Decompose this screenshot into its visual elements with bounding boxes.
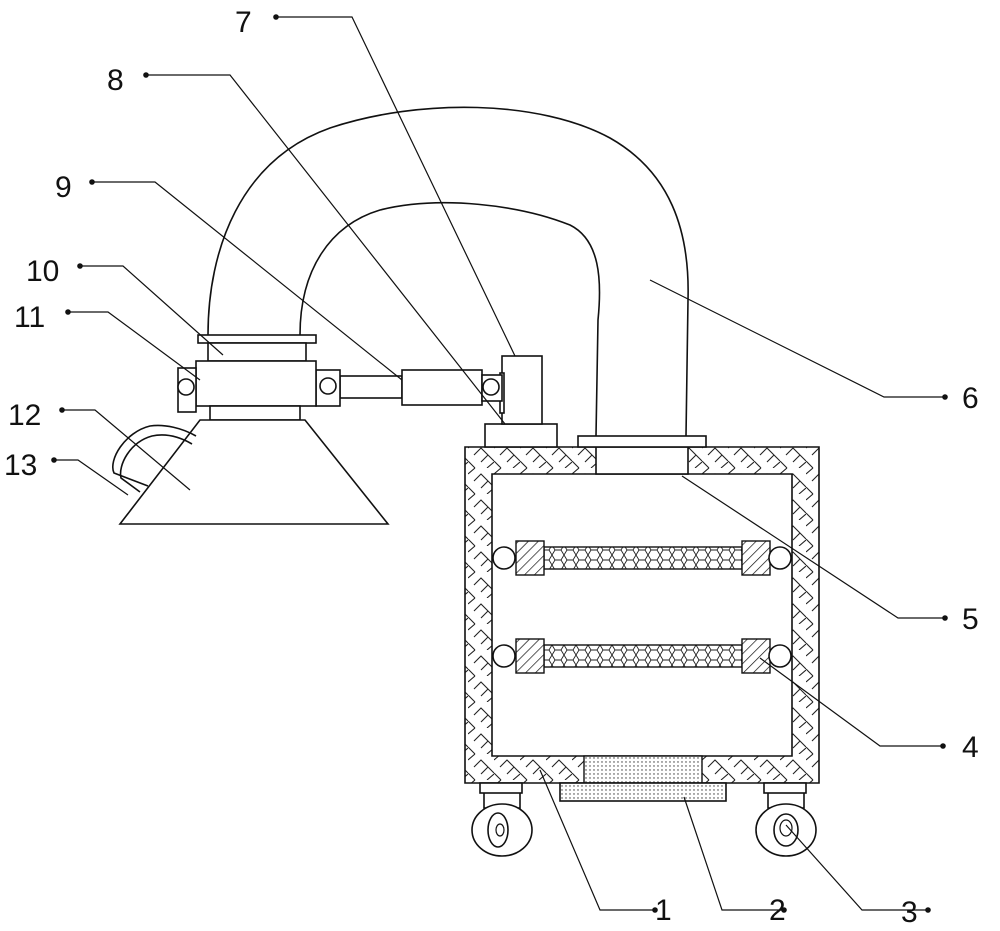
label-7: 7 [235, 6, 252, 39]
label-2: 2 [769, 894, 786, 927]
part-labels: 7 8 9 10 11 12 13 6 5 4 3 2 1 [4, 6, 979, 929]
leader-dots [51, 14, 948, 913]
label-12: 12 [8, 399, 41, 432]
label-11: 11 [14, 301, 45, 334]
label-9: 9 [55, 171, 72, 204]
label-3: 3 [901, 896, 918, 929]
filter-cabinet [464, 435, 820, 784]
telescopic-rod [315, 369, 503, 407]
label-6: 6 [962, 382, 979, 415]
filter-screen-upper [492, 540, 792, 576]
label-5: 5 [962, 603, 979, 636]
hose-flange [577, 435, 707, 448]
label-10: 10 [26, 255, 59, 288]
bottom-vent [583, 755, 703, 784]
leader-lines [54, 16, 945, 911]
hose-connector [177, 334, 317, 421]
bottom-plate [559, 782, 727, 802]
label-4: 4 [962, 731, 979, 764]
caster-right [755, 782, 817, 857]
caster-left [471, 782, 533, 857]
hose [207, 106, 689, 437]
label-8: 8 [107, 64, 124, 97]
filter-screen-lower [492, 638, 792, 674]
suction-hood [112, 419, 390, 525]
label-13: 13 [4, 449, 37, 482]
hose-outlet-port [595, 446, 689, 475]
label-1: 1 [655, 894, 672, 927]
